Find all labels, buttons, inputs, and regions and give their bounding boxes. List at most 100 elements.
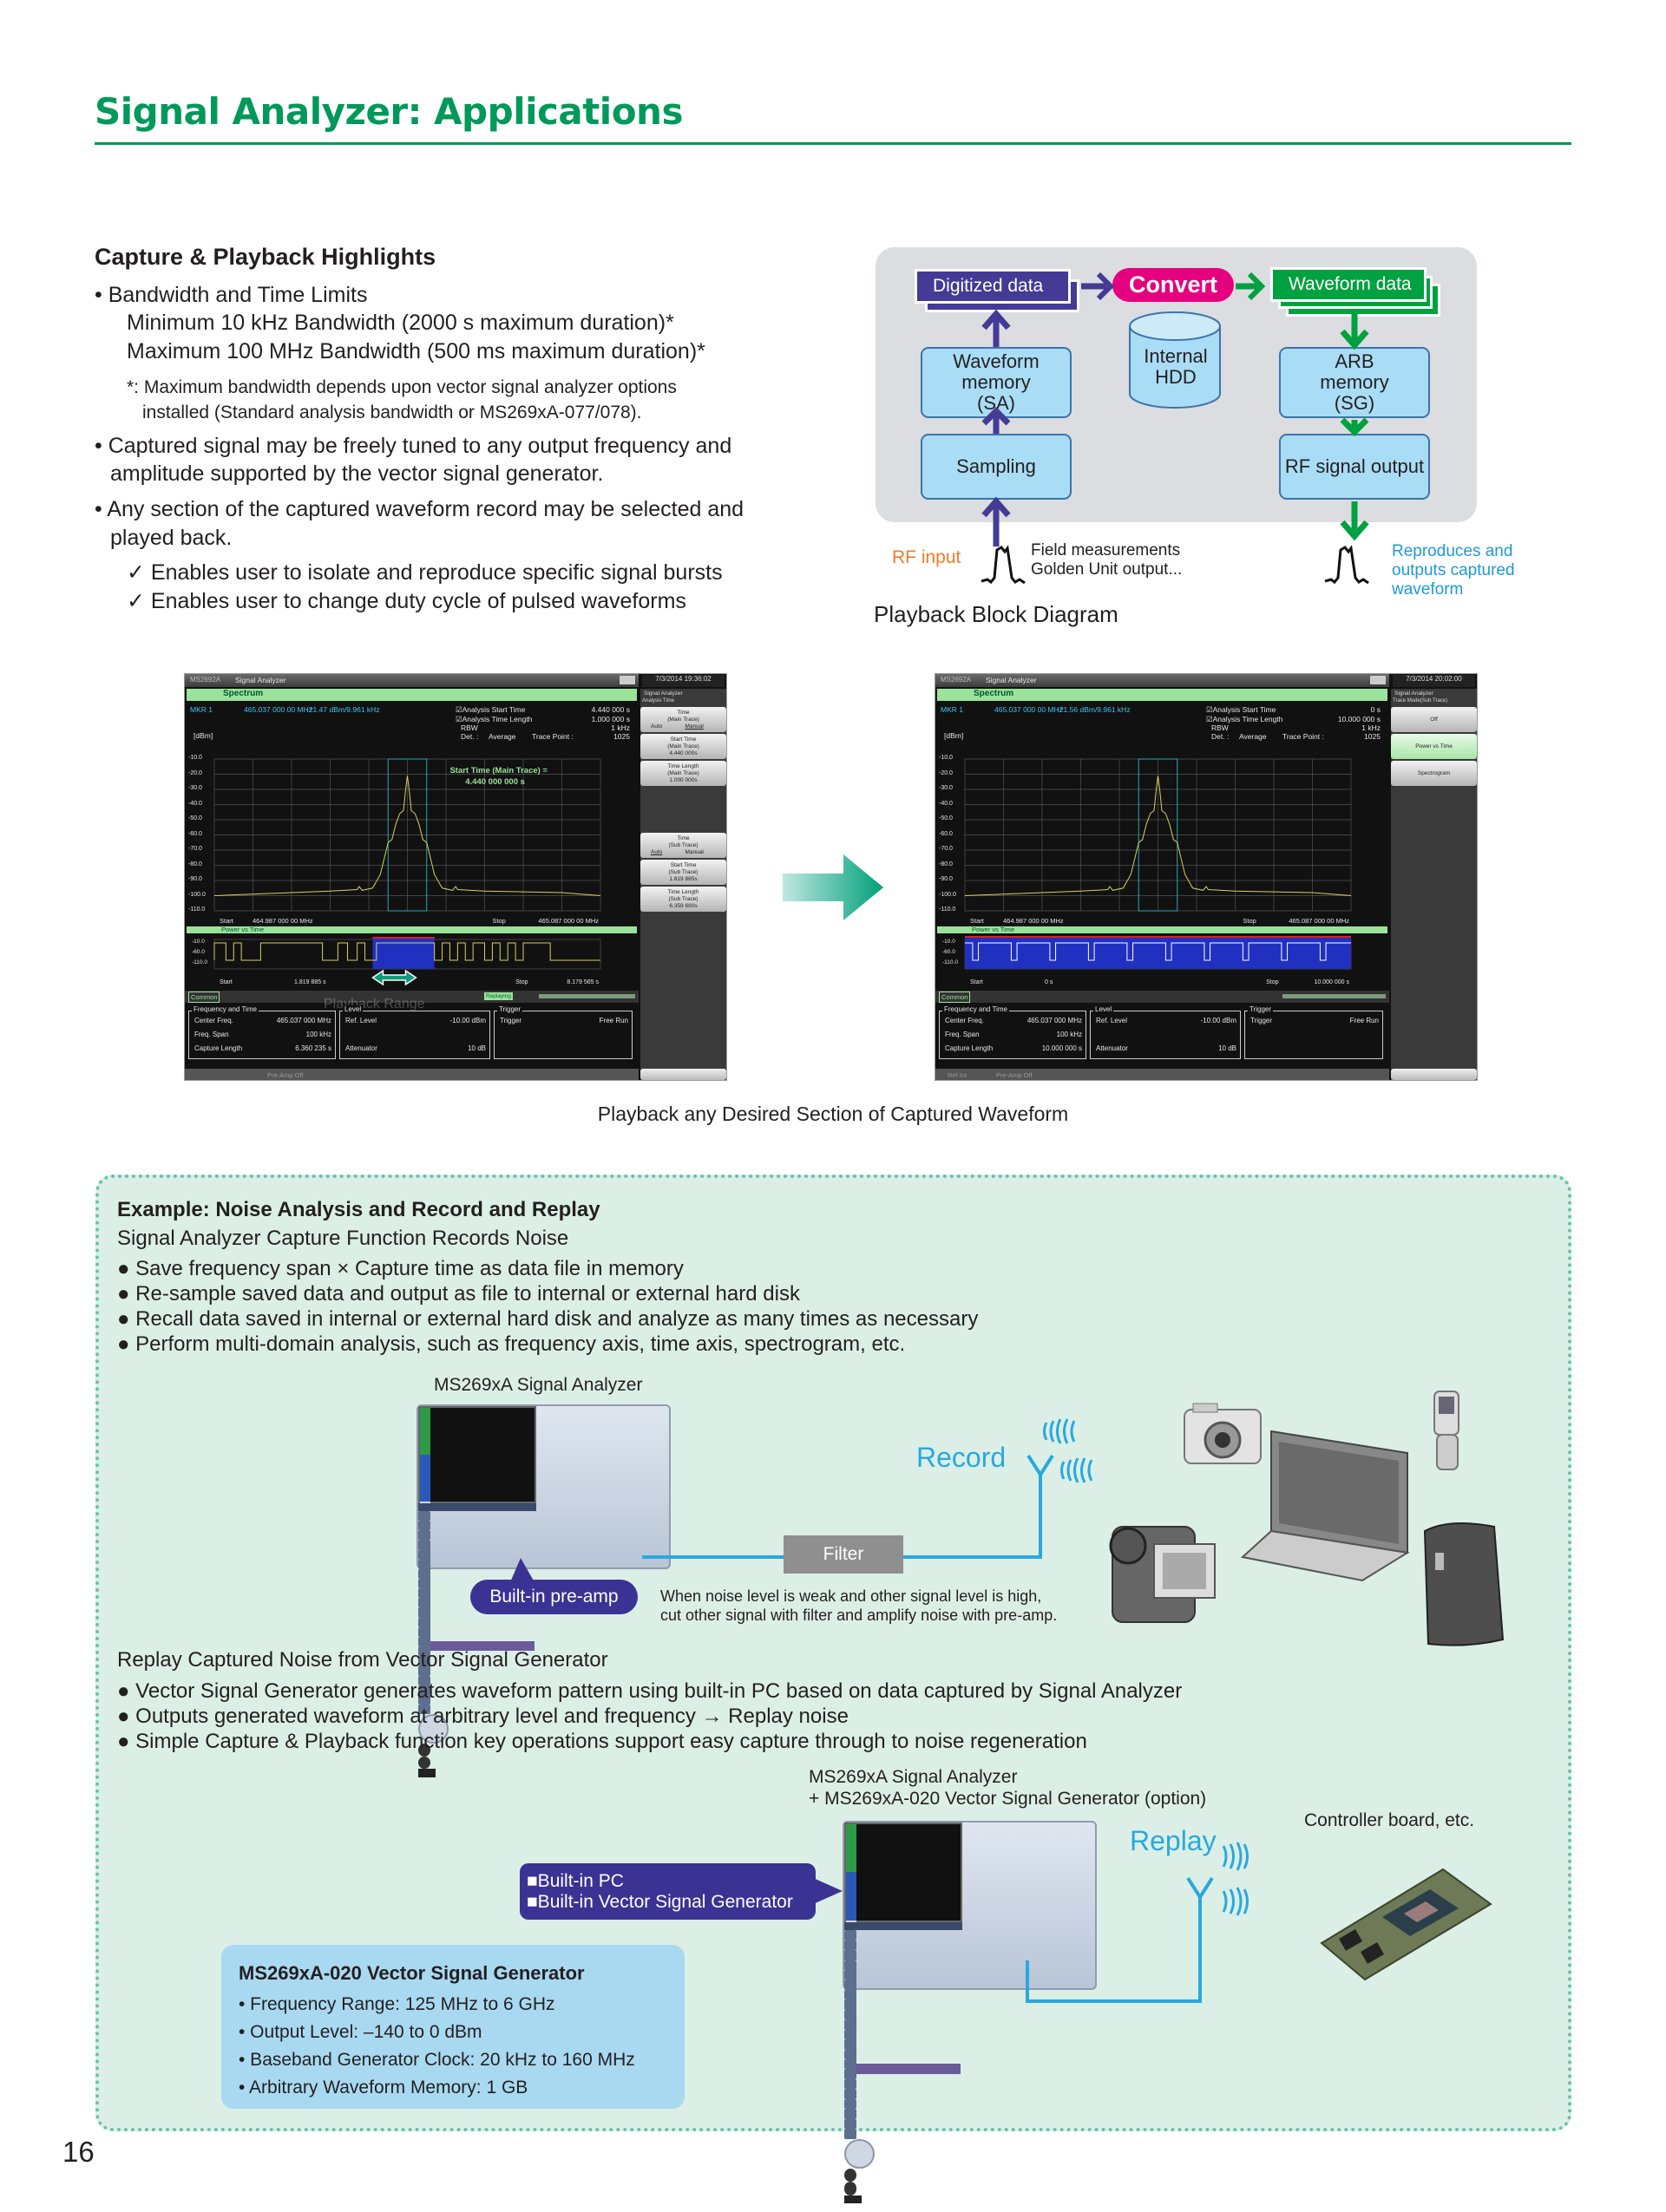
keypad-button bbox=[418, 1666, 431, 1676]
datetime: 7/3/2014 19:36:02 bbox=[642, 675, 725, 687]
example-heading: Example: Noise Analysis and Record and R… bbox=[117, 1198, 600, 1221]
field-label: Center Freq. bbox=[194, 1017, 233, 1024]
preamp-indicator: Pre-Amp Off bbox=[996, 1071, 1033, 1079]
keypad-button bbox=[418, 1549, 431, 1560]
right-arrow-icon bbox=[783, 854, 883, 920]
record-bullet: ● Perform multi-domain analysis, such as… bbox=[117, 1332, 906, 1356]
softkey[interactable]: Spectrogram bbox=[1391, 761, 1477, 786]
pvt-trace bbox=[965, 942, 1351, 961]
analysis-window bbox=[387, 758, 428, 912]
keypad-button bbox=[844, 1930, 857, 1940]
keypad-button bbox=[418, 1598, 431, 1608]
marker-frequency: 465.037 000 00 MHz bbox=[244, 705, 312, 714]
callout-pointer bbox=[510, 1558, 535, 1582]
softkey[interactable]: Start Time(Main Trace)4.440 000s bbox=[640, 734, 726, 759]
panel-scroll-button[interactable] bbox=[640, 1069, 726, 1080]
spec-item: • Arbitrary Waveform Memory: 1 GB bbox=[239, 2078, 528, 2097]
softkey-label: Power vs Time bbox=[1415, 743, 1453, 749]
spec-item: • Baseband Generator Clock: 20 kHz to 16… bbox=[239, 2050, 635, 2070]
field-label: Center Freq. bbox=[945, 1017, 984, 1024]
panel-scroll-button[interactable] bbox=[1391, 1069, 1477, 1080]
softkey[interactable]: Time Length(Main Trace)1.000 000s bbox=[640, 761, 726, 786]
connector-port bbox=[844, 2169, 857, 2183]
highlight-line: played back. bbox=[110, 526, 233, 550]
softkey-label: (Main Trace) bbox=[667, 716, 699, 723]
keypad-button bbox=[418, 1607, 431, 1618]
rotary-knob bbox=[844, 2138, 875, 2169]
highlight-line: amplitude supported by the vector signal… bbox=[110, 461, 604, 486]
instrument-screen bbox=[418, 1406, 536, 1651]
softkey[interactable]: Time Length(Sub Trace)6.359 680s bbox=[640, 887, 726, 912]
softkey-option[interactable]: Auto bbox=[650, 848, 663, 855]
keypad-button bbox=[418, 1540, 431, 1550]
keypad-button bbox=[418, 1530, 431, 1541]
common-tab[interactable]: Common bbox=[939, 991, 971, 1003]
softkey[interactable]: Time(Main Trace) Auto Manual bbox=[640, 707, 726, 732]
pvt-start-label: Start bbox=[220, 979, 233, 985]
annotation: Start Time (Main Trace) = bbox=[449, 766, 548, 776]
softkey[interactable]: Off bbox=[1391, 707, 1477, 732]
trace-canvas bbox=[213, 758, 601, 986]
highlight-line: Minimum 10 kHz Bandwidth (2000 s maximum… bbox=[127, 311, 674, 335]
common-bar bbox=[185, 991, 639, 1003]
status-footer bbox=[185, 1069, 639, 1080]
keypad-button bbox=[844, 2109, 857, 2119]
diagram-caption: Playback Block Diagram bbox=[874, 601, 1118, 627]
record-connection bbox=[642, 1418, 1093, 1559]
keypad-button bbox=[418, 1656, 431, 1666]
softkey[interactable]: Power vs Time bbox=[1391, 734, 1477, 759]
softkey-label: (Sub Trace) bbox=[668, 895, 699, 902]
replay-bullet: ● Vector Signal Generator generates wave… bbox=[117, 1679, 1183, 1703]
marker-level: -21.47 dBm/9.961 kHz bbox=[306, 705, 380, 714]
keypad-button bbox=[418, 1626, 431, 1637]
box-title: Frequency and Time bbox=[942, 1005, 1009, 1013]
highlight-bullet: • Bandwidth and Time Limits bbox=[95, 283, 368, 307]
waveform-data-box: Waveform data bbox=[1270, 267, 1427, 302]
keypad-button bbox=[418, 1578, 431, 1589]
keypad-button bbox=[418, 1694, 431, 1705]
common-tab[interactable]: Common bbox=[188, 991, 220, 1003]
hdd-cylinder-icon bbox=[1129, 311, 1221, 409]
y-tick-label: -60.0 bbox=[939, 830, 953, 837]
trace-point-value: 1025 bbox=[1364, 732, 1381, 741]
camcorder-icon bbox=[1109, 1526, 1216, 1623]
analyzer-label: MS269xA Signal Analyzer bbox=[434, 1375, 643, 1395]
screen-header bbox=[420, 1640, 535, 1651]
softkey-option[interactable]: Manual bbox=[685, 723, 704, 730]
golden-unit-label: Golden Unit output... bbox=[1031, 560, 1183, 579]
pvt-stop-label: Stop bbox=[515, 979, 528, 985]
param-label: ☑Analysis Start Time bbox=[1206, 705, 1276, 714]
window-buttons[interactable] bbox=[620, 676, 635, 684]
y-tick-label: -90.0 bbox=[939, 876, 953, 882]
pvt-stop-value: 8.179 565 s bbox=[567, 979, 599, 985]
param-value: 1 kHz bbox=[1361, 723, 1381, 732]
highlight-bullet: • Captured signal may be freely tuned to… bbox=[95, 434, 732, 458]
instrument-screen bbox=[844, 1823, 962, 2074]
field-label: Freq. Span bbox=[945, 1031, 980, 1038]
softkey[interactable]: Start Time(Sub Trace)1.819 885s bbox=[640, 860, 726, 885]
keypad-button bbox=[844, 1989, 857, 2000]
marker-level: -21.56 dBm/9.961 kHz bbox=[1057, 705, 1131, 714]
y-tick-label: -50.0 bbox=[939, 815, 953, 821]
softkey-option[interactable]: Auto bbox=[650, 723, 663, 730]
keypad-button bbox=[844, 2069, 857, 2079]
replay-bullet: ● Outputs generated waveform at arbitrar… bbox=[117, 1705, 849, 1728]
softkey-option[interactable]: Manual bbox=[685, 848, 704, 855]
window-buttons[interactable] bbox=[1370, 676, 1386, 684]
start-value: 464.987 000 00 MHz bbox=[1003, 917, 1064, 925]
field-label: Attenuator bbox=[1096, 1044, 1128, 1052]
softkey-label: Time bbox=[677, 709, 690, 716]
reproduces-label: outputs captured bbox=[1392, 561, 1515, 579]
softkey-label: Time Length bbox=[667, 888, 699, 895]
field-label: Freq. Span bbox=[194, 1031, 229, 1038]
y-tick-label: -110.0 bbox=[188, 906, 206, 913]
rotary-knob bbox=[418, 1714, 449, 1744]
highlights-heading: Capture & Playback Highlights bbox=[95, 244, 436, 270]
keypad-button bbox=[418, 1636, 431, 1647]
field-label: Ref. Level bbox=[345, 1017, 377, 1024]
